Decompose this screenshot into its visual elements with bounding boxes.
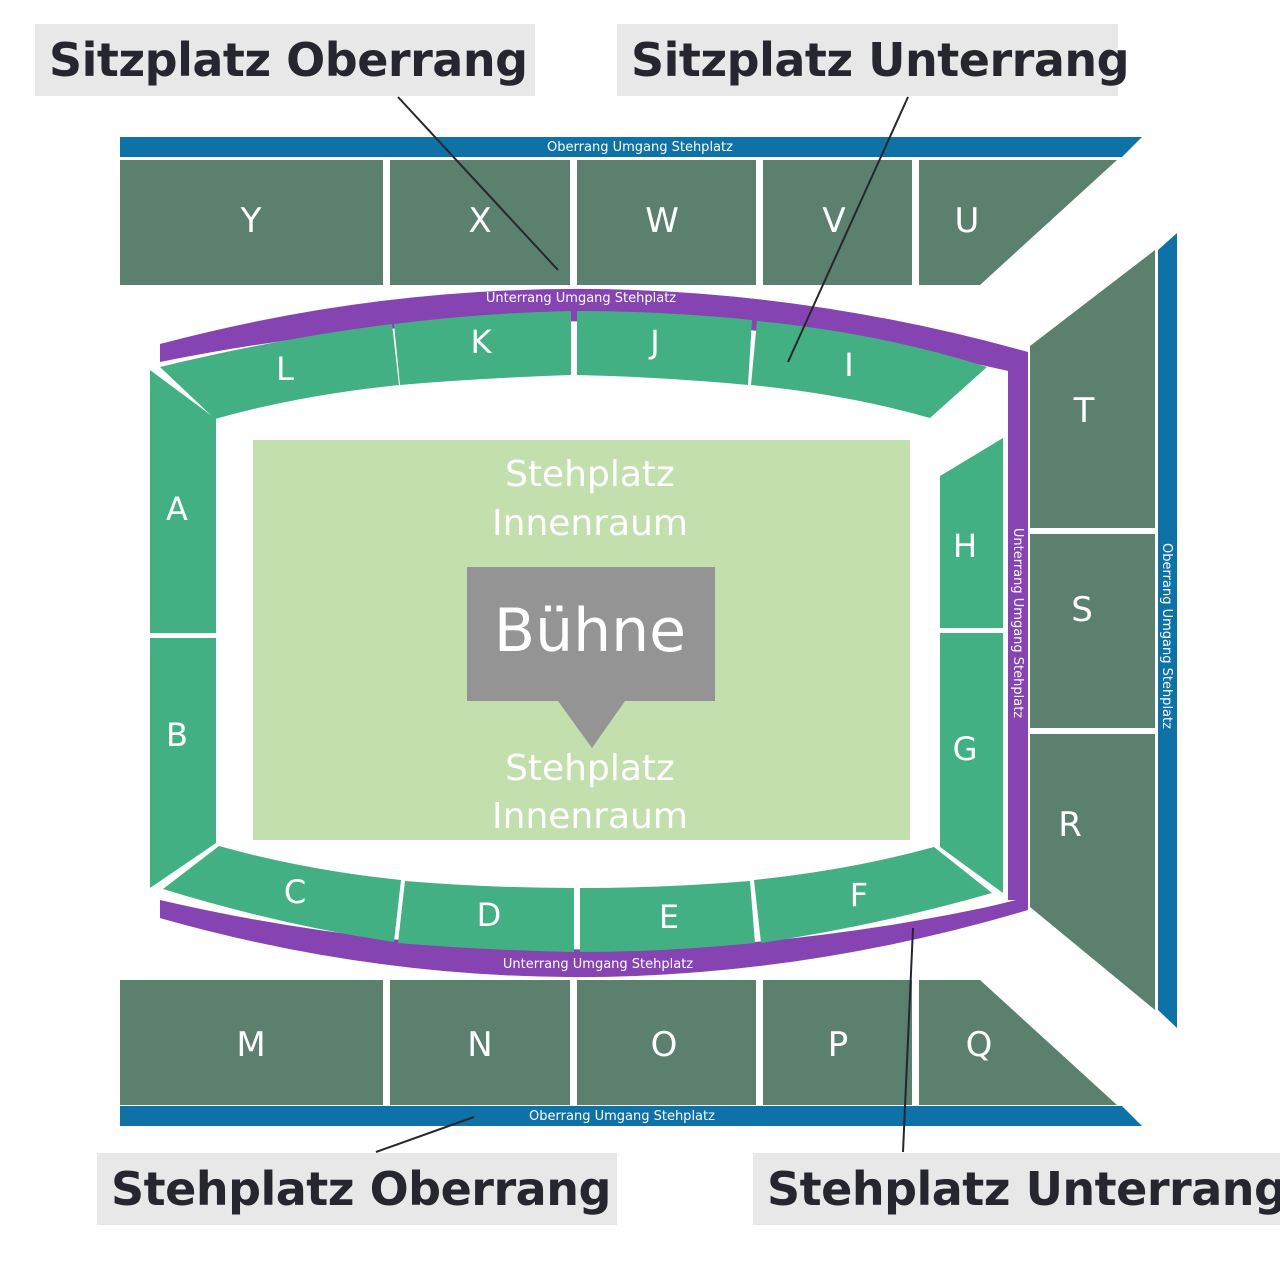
section-label: A [166, 490, 188, 528]
section-N[interactable]: N [390, 980, 570, 1105]
section-label: U [955, 201, 980, 241]
section-F[interactable]: F [754, 847, 992, 943]
section-I[interactable]: I [751, 321, 987, 418]
section-W[interactable]: W [577, 160, 756, 285]
leader-line-stehplatz-oberrang [375, 1116, 475, 1153]
section-label: M [236, 1025, 265, 1065]
oberrang-walkway-right-label: Oberrang Umgang Stehplatz [1159, 543, 1174, 729]
section-A[interactable]: A [150, 370, 216, 633]
unterrang-walkway-right-label: Unterrang Umgang Stehplatz [1010, 528, 1025, 718]
section-K[interactable]: K [394, 311, 571, 385]
section-label: C [284, 873, 306, 911]
section-label: H [953, 527, 977, 565]
section-R[interactable]: R [1030, 734, 1155, 1010]
section-label: Q [966, 1025, 993, 1065]
unterrang-walkway-bottom-label: Unterrang Umgang Stehplatz [503, 957, 693, 972]
callout-stehplatz-oberrang: Stehplatz Oberrang [97, 1153, 617, 1225]
oberrang-walkway-bottom-label: Oberrang Umgang Stehplatz [529, 1109, 715, 1124]
section-M[interactable]: M [120, 980, 383, 1105]
section-label: B [166, 716, 188, 754]
section-L[interactable]: L [160, 324, 399, 419]
section-label: X [468, 201, 491, 241]
section-S[interactable]: S [1030, 534, 1155, 728]
callout-sitzplatz-unterrang: Sitzplatz Unterrang [617, 24, 1130, 96]
leader-line-sitzplatz-oberrang [397, 96, 559, 271]
section-label: D [477, 896, 502, 934]
leader-line-sitzplatz-unterrang [787, 96, 909, 363]
section-label: I [844, 346, 853, 384]
floor-upper-label-line1: Stehplatz [505, 454, 675, 495]
section-T[interactable]: T [1030, 250, 1155, 528]
unterrang-walkway-right-band[interactable] [1008, 360, 1028, 900]
section-X[interactable]: X [390, 160, 570, 285]
section-label: T [1073, 391, 1095, 431]
section-P[interactable]: P [763, 980, 912, 1105]
oberrang-walkway-right[interactable] [1158, 233, 1177, 1028]
oberrang-walkway-bottom[interactable] [120, 1106, 1142, 1126]
floor-lower-label-line2: Innenraum [492, 796, 688, 837]
oberrang-walkway-top-label: Oberrang Umgang Stehplatz [547, 140, 733, 155]
section-J[interactable]: J [577, 311, 752, 385]
section-E[interactable]: E [580, 881, 755, 952]
section-label: P [828, 1025, 849, 1065]
section-label: K [471, 323, 493, 361]
callout-sitzplatz-oberrang: Sitzplatz Oberrang [35, 24, 535, 96]
callout-stehplatz-unterrang: Stehplatz Unterrang [753, 1153, 1280, 1225]
section-label: N [467, 1025, 492, 1065]
section-O[interactable]: O [577, 980, 756, 1105]
section-label: S [1071, 590, 1093, 630]
section-label: V [822, 201, 845, 241]
leader-line-stehplatz-unterrang [902, 927, 914, 1153]
section-C[interactable]: C [163, 846, 401, 942]
section-D[interactable]: D [398, 881, 574, 952]
section-label: Y [240, 201, 262, 241]
unterrang-walkway-bottom-band[interactable] [160, 898, 1028, 978]
section-H[interactable]: H [940, 438, 1003, 628]
section-label: F [850, 876, 868, 914]
section-label: E [659, 898, 679, 936]
floor-lower-label-line1: Stehplatz [505, 748, 675, 789]
stage-label: Bühne [494, 596, 686, 666]
section-V[interactable]: V [763, 160, 912, 285]
stage[interactable]: Bühne [467, 567, 715, 748]
section-label: J [648, 323, 659, 361]
section-label: W [645, 201, 679, 241]
floor-upper-label-line2: Innenraum [492, 503, 688, 544]
section-Q[interactable]: Q [919, 980, 1117, 1105]
section-label: O [651, 1025, 678, 1065]
unterrang-walkway-top-band[interactable] [160, 301, 1028, 374]
section-label: G [953, 730, 978, 768]
section-Y[interactable]: Y [120, 160, 383, 285]
section-B[interactable]: B [150, 638, 216, 888]
section-U[interactable]: U [919, 160, 1117, 285]
oberrang-walkway-top[interactable] [120, 137, 1142, 157]
section-label: L [276, 350, 294, 388]
section-G[interactable]: G [940, 633, 1003, 893]
unterrang-walkway-top-label: Unterrang Umgang Stehplatz [486, 291, 676, 306]
section-label: R [1058, 805, 1082, 845]
